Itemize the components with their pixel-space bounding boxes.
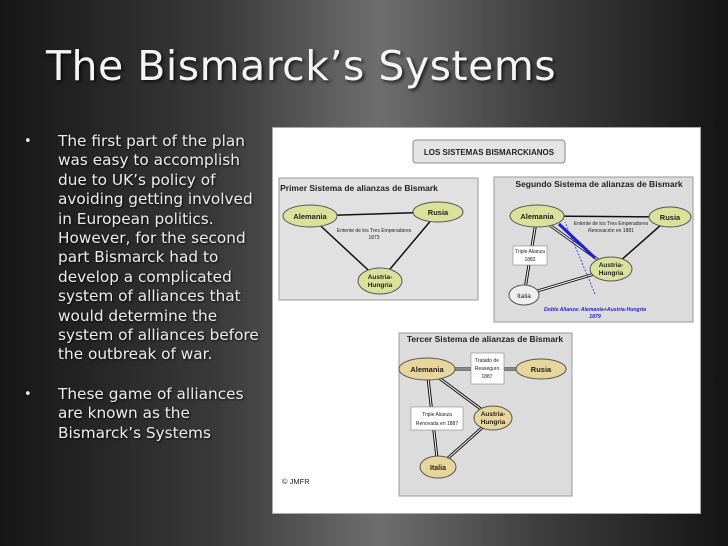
dual-alliance-label: Doble Alianza: Alemania+Austria-Hungria — [544, 307, 646, 313]
node-rusia: Rusia — [515, 358, 567, 380]
diagram-title: LOS SISTEMAS BISMARCKIANOS — [424, 148, 555, 157]
node-italia: Italia — [419, 455, 457, 479]
dual-alliance-year: 1879 — [589, 314, 601, 320]
node-rusia: Rusia — [412, 201, 464, 223]
bullet-marker: • — [24, 134, 32, 149]
node-austria-hungria: Austria- Hungria — [473, 405, 513, 431]
third-system-title: Tercer Sistema de alianzas de Bismark — [407, 334, 564, 344]
svg-text:Alemania: Alemania — [520, 212, 554, 221]
credit-label: © JMFR — [282, 477, 310, 486]
second-system-panel: Segundo Sistema de alianzas de Bismark A… — [493, 176, 694, 323]
bullet-list: • The first part of the plan was easy to… — [20, 132, 260, 463]
first-system-title: Primer Sistema de alianzas de Bismark — [280, 183, 438, 193]
svg-text:Rusia: Rusia — [428, 208, 449, 217]
triple-renewal-year: Renovada en 1887 — [416, 421, 458, 427]
svg-text:Austria-: Austria- — [481, 411, 506, 418]
svg-text:Austria-: Austria- — [599, 262, 624, 269]
third-system-panel: Tercer Sistema de alianzas de Bismark Al… — [398, 332, 573, 497]
reinsurance-year: 1887 — [481, 374, 492, 380]
node-rusia: Rusia — [648, 206, 692, 228]
node-alemania: Alemania — [398, 357, 456, 381]
svg-text:Italia: Italia — [430, 465, 446, 472]
node-alemania: Alemania — [282, 204, 338, 228]
bullet-item: • These game of alliances are known as t… — [20, 385, 260, 443]
bullet-text: These game of alliances are known as the… — [58, 384, 244, 442]
diagram-title-box: LOS SISTEMAS BISMARCKIANOS — [412, 139, 566, 164]
entente-label: Entente de los Tres Emperadores — [337, 228, 412, 234]
svg-text:Hungria: Hungria — [368, 282, 393, 289]
slide-title: The Bismarck’s Systems — [46, 42, 557, 90]
node-austria-hungria: Austria- Hungria — [589, 256, 633, 282]
node-italia: Italia — [508, 284, 540, 306]
first-system-panel: Primer Sistema de alianzas de Bismark Al… — [278, 177, 479, 301]
node-austria-hungria: Austria- Hungria — [357, 267, 403, 295]
node-alemania: Alemania — [509, 204, 565, 228]
bullet-marker: • — [24, 386, 32, 402]
bullet-item: • The first part of the plan was easy to… — [20, 132, 260, 365]
renewal-year: Renovación en 1881 — [588, 228, 634, 234]
svg-text:Hungria: Hungria — [599, 270, 624, 277]
triple-alliance-label: Triple Alianza — [515, 249, 545, 255]
alliance-systems-diagram: LOS SISTEMAS BISMARCKIANOS Primer Sistem… — [272, 127, 701, 514]
renewal-label: Entente de los Tres Emperadores — [574, 221, 649, 227]
svg-text:Austria-: Austria- — [368, 274, 393, 281]
svg-text:Italia: Italia — [517, 293, 531, 300]
entente-year: 1873 — [368, 235, 379, 241]
reinsurance-label: Tratado de — [475, 358, 499, 364]
triple-alliance-year: 1882 — [524, 257, 535, 263]
svg-text:Alemania: Alemania — [293, 212, 327, 221]
triple-renewal-label: Triple Alianza — [422, 412, 452, 418]
svg-text:Rusia: Rusia — [660, 213, 681, 222]
svg-text:Rusia: Rusia — [531, 365, 552, 374]
svg-text:Alemania: Alemania — [410, 365, 444, 374]
svg-text:Hungria: Hungria — [481, 419, 506, 426]
second-system-title: Segundo Sistema de alianzas de Bismark — [515, 179, 683, 189]
bullet-text: The first part of the plan was easy to a… — [58, 132, 259, 364]
reinsurance-label-2: Reaseguro — [475, 366, 500, 372]
